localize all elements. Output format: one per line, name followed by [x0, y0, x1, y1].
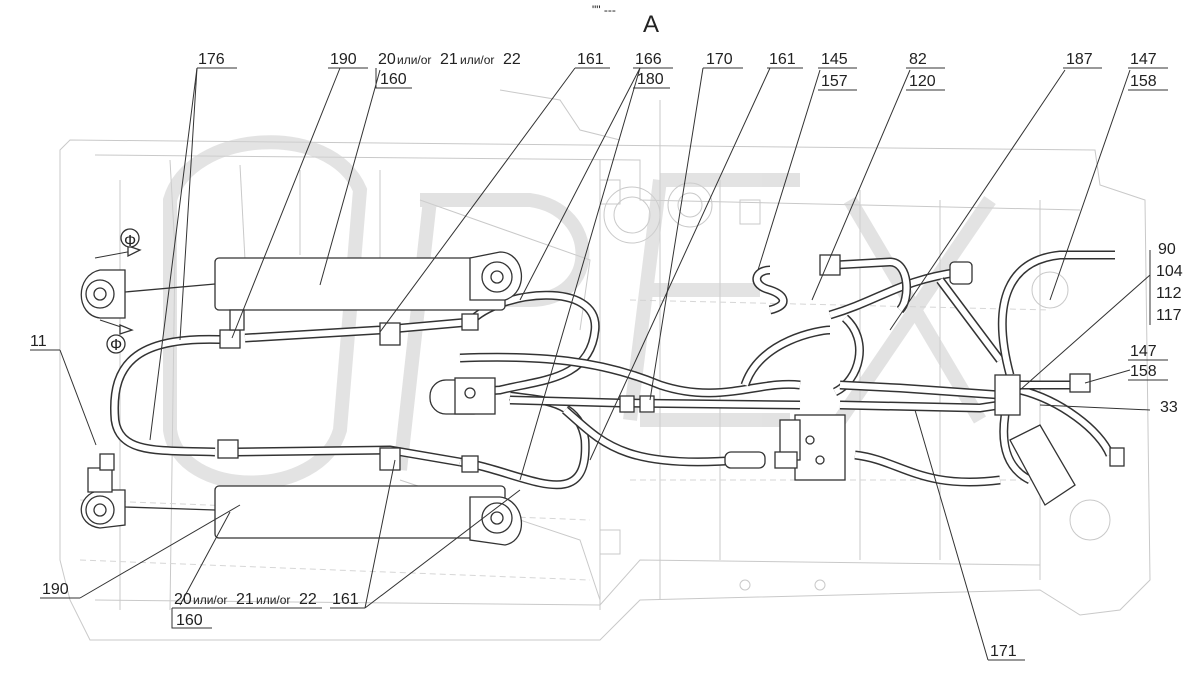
callout-or-top-1: или/or: [397, 53, 431, 67]
callout-190-bottom: 190: [42, 581, 69, 598]
leader-lines: [30, 67, 1168, 661]
callout-147-mid: 147: [1130, 343, 1157, 360]
section-mark-top: Ф: [124, 233, 136, 250]
callout-21-bottom: 21: [236, 591, 254, 608]
callout-145: 145: [821, 51, 848, 68]
callout-147-top: 147: [1130, 51, 1157, 68]
callout-11: 11: [30, 333, 47, 350]
callout-160-bottom: 160: [176, 612, 203, 629]
components: [80, 251, 1125, 546]
view-marker: "" ---: [592, 3, 616, 17]
view-label: А: [643, 11, 659, 38]
callout-158-top: 158: [1130, 73, 1157, 90]
callout-22-top: 22: [503, 51, 521, 68]
callout-112: 112: [1156, 285, 1182, 302]
callout-120: 120: [909, 73, 936, 90]
callout-166: 166: [635, 51, 662, 68]
callout-33: 33: [1160, 399, 1178, 416]
callout-or-top-2: или/or: [460, 53, 494, 67]
callout-or-bottom-2: или/or: [256, 593, 290, 607]
callout-90: 90: [1158, 241, 1176, 258]
callout-labels: 176 190 20 или/or 21 или/or 22 160 161 1…: [30, 51, 1183, 660]
callout-170: 170: [706, 51, 733, 68]
lower-cylinder: [214, 485, 506, 539]
upper-cylinder: [214, 257, 506, 311]
callout-161-top-a: 161: [577, 51, 604, 68]
callout-or-bottom-1: или/or: [193, 593, 227, 607]
pump: [1009, 424, 1076, 506]
callout-117: 117: [1156, 307, 1182, 324]
callout-160-top: 160: [380, 71, 407, 88]
section-markers: Ф Ф: [94, 228, 142, 354]
callout-22-bottom: 22: [299, 591, 317, 608]
callout-161-bottom: 161: [332, 591, 359, 608]
callout-158-mid: 158: [1130, 363, 1157, 380]
hose-lines: [109, 250, 1115, 490]
callout-187: 187: [1066, 51, 1093, 68]
callout-161-top-b: 161: [769, 51, 796, 68]
callout-21-top: 21: [440, 51, 458, 68]
callout-82: 82: [909, 51, 927, 68]
distributor: [994, 374, 1021, 416]
chassis-background: [59, 89, 1151, 641]
callout-157: 157: [821, 73, 848, 90]
callout-171: 171: [990, 643, 1017, 660]
callout-190-top: 190: [330, 51, 357, 68]
valve-block: [794, 414, 846, 481]
callout-20-top: 20: [378, 51, 396, 68]
callout-176: 176: [198, 51, 225, 68]
callout-20-bottom: 20: [174, 591, 192, 608]
section-mark-bottom: Ф: [110, 337, 122, 354]
callout-104: 104: [1156, 263, 1183, 280]
callout-180: 180: [637, 71, 664, 88]
